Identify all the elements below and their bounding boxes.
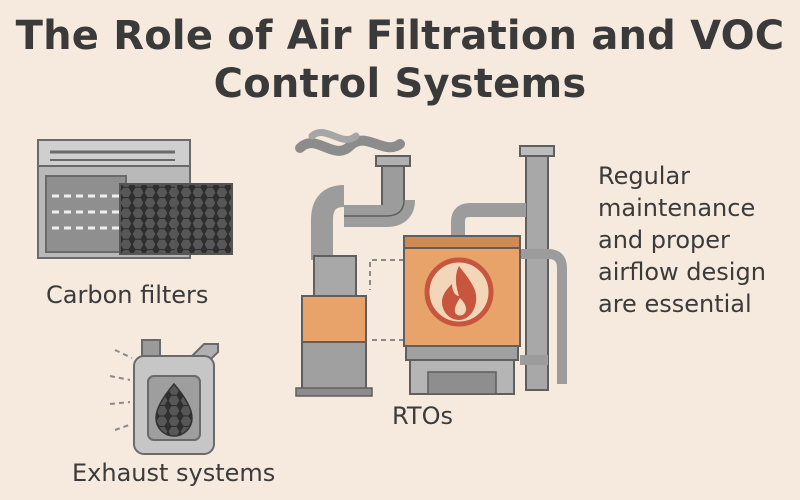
flame-icon — [424, 257, 494, 327]
smoke-icon — [295, 135, 405, 156]
rto-unit-icon — [403, 145, 567, 395]
carbon-filters-label: Carbon filters — [46, 281, 209, 309]
note-line-3: and proper — [598, 226, 730, 254]
title-line-2: Control Systems — [213, 61, 587, 107]
duct-icon — [295, 129, 415, 397]
maintenance-note: Regular maintenance and proper airflow d… — [598, 160, 788, 320]
exhaust-canister-icon — [109, 339, 219, 455]
connector-lines — [369, 259, 404, 341]
carbon-filter-icon — [37, 139, 233, 259]
page-title: The Role of Air Filtration and VOC Contr… — [0, 12, 800, 108]
note-line-5: are essential — [598, 290, 752, 318]
note-line-2: maintenance — [598, 194, 756, 222]
note-line-1: Regular — [598, 162, 691, 190]
title-line-1: The Role of Air Filtration and VOC — [15, 13, 785, 59]
exhaust-systems-label: Exhaust systems — [72, 459, 276, 487]
rtos-label: RTOs — [392, 402, 453, 430]
note-line-4: airflow design — [598, 258, 766, 286]
